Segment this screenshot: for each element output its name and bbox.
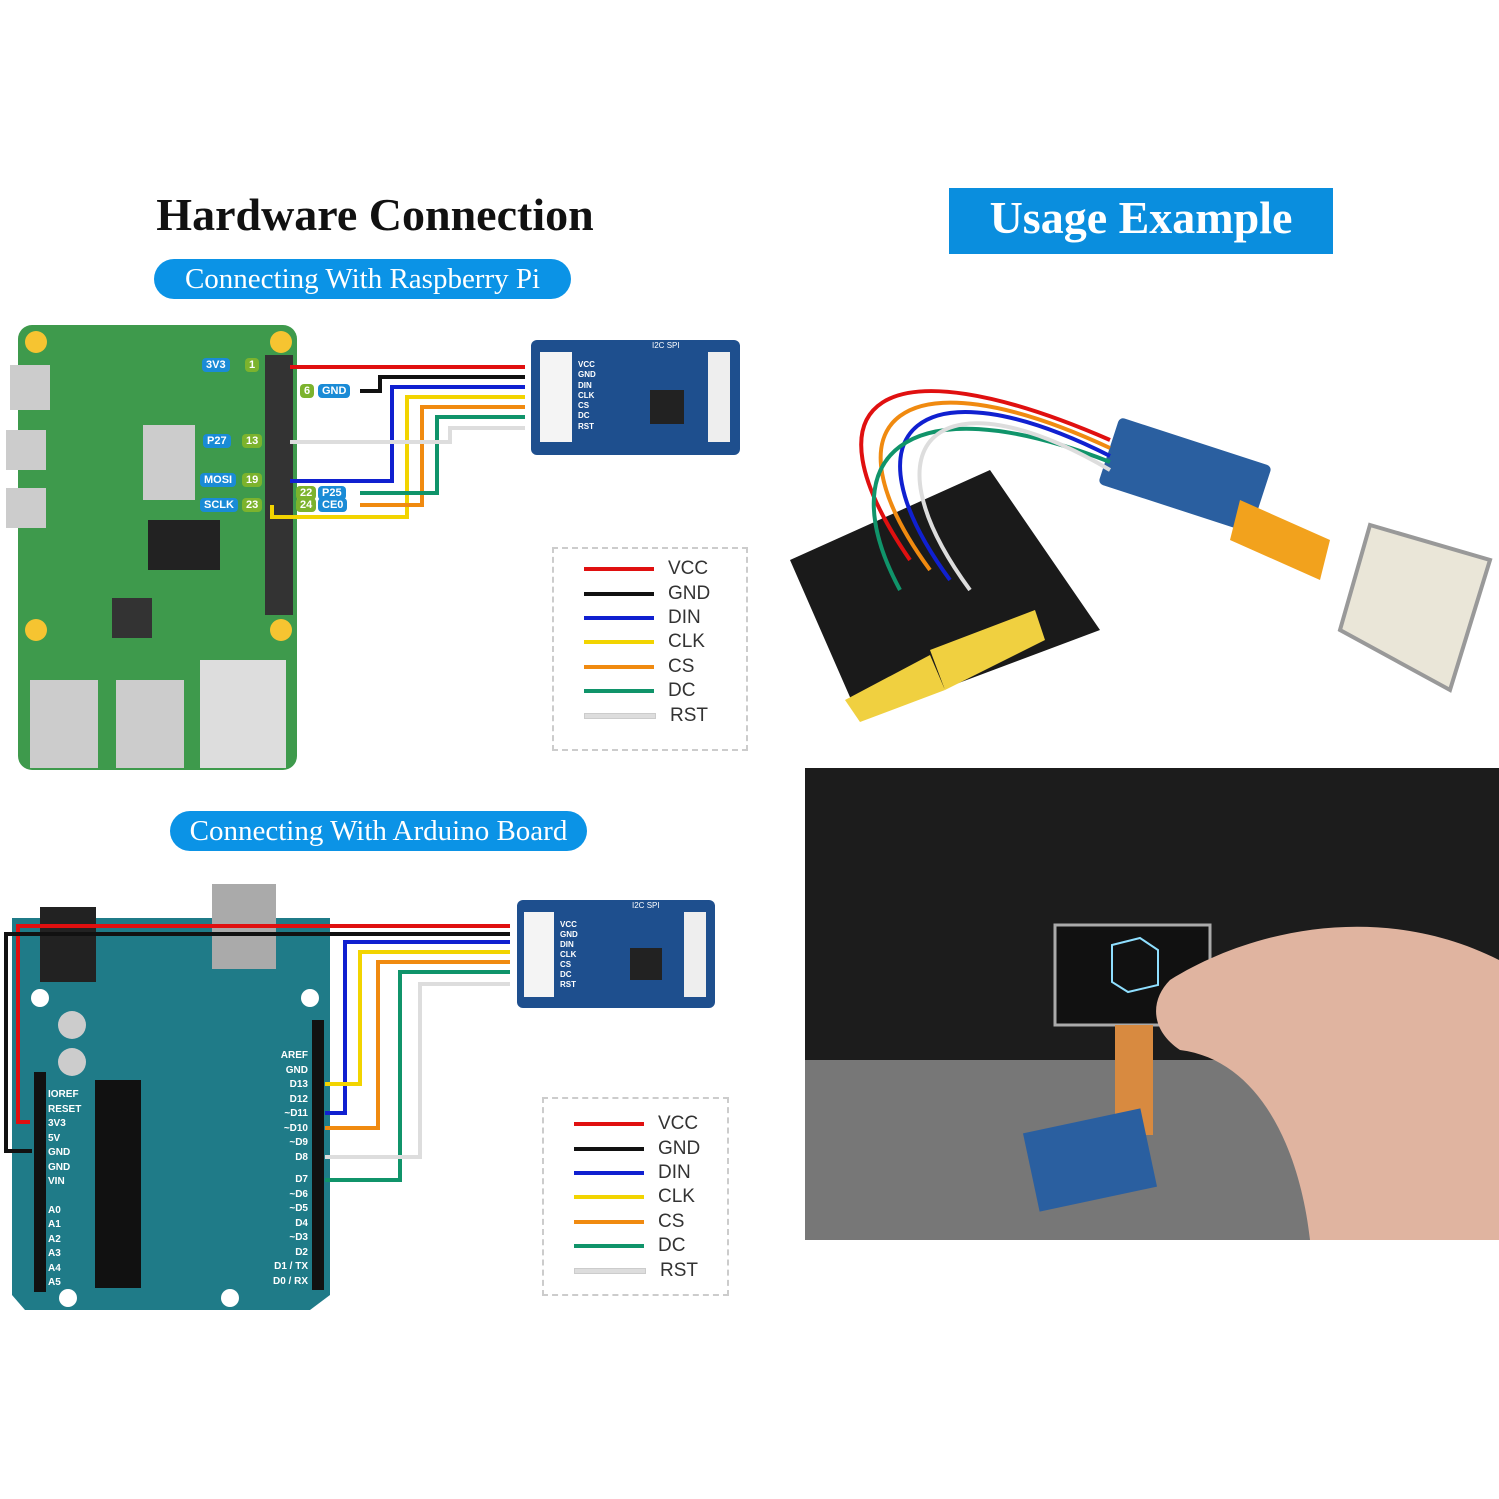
legend-item: DIN	[554, 606, 746, 630]
pin-number: 13	[242, 434, 263, 448]
pin-number: 6	[300, 384, 315, 398]
legend-label: CS	[668, 655, 695, 677]
legend-item: RST	[544, 1258, 727, 1282]
pin-number: 1	[245, 358, 260, 372]
wire-swatch	[584, 712, 656, 719]
pin-label: MOSI	[200, 473, 237, 487]
wire-swatch	[574, 1170, 644, 1175]
arduino-section-label: Connecting With Arduino Board	[170, 811, 587, 851]
wire-swatch	[584, 591, 654, 596]
legend-label: DC	[658, 1235, 686, 1257]
legend-label: GND	[668, 582, 711, 604]
legend-item: CLK	[554, 630, 746, 654]
wire-swatch	[584, 640, 654, 645]
legend-label: CS	[658, 1210, 685, 1232]
wire-swatch	[574, 1244, 644, 1249]
legend-label: RST	[670, 704, 708, 726]
wire-swatch	[574, 1219, 644, 1224]
arduino-board	[12, 918, 330, 1310]
wire-swatch	[574, 1122, 644, 1127]
usage-photo-hand	[805, 768, 1499, 1240]
legend-item: VCC	[544, 1112, 727, 1136]
ethernet-port	[200, 660, 286, 768]
legend-item: CS	[544, 1210, 727, 1234]
legend-item: GND	[544, 1136, 727, 1160]
pin-number: 23	[242, 498, 263, 512]
wire-swatch	[584, 689, 654, 694]
pin-number: 24	[296, 498, 317, 512]
pin-label: 3V3	[202, 358, 230, 372]
legend-label: CLK	[658, 1186, 695, 1208]
oled-driver-module	[531, 340, 740, 455]
legend-item: DC	[554, 679, 746, 703]
legend-item: DC	[544, 1234, 727, 1258]
legend-item: VCC	[554, 557, 746, 581]
legend-label: DIN	[658, 1161, 691, 1183]
jumper-labels: I2C SPI	[652, 341, 680, 350]
pin-label: P25	[318, 486, 346, 500]
legend-label: DIN	[668, 606, 701, 628]
legend-label: DC	[668, 680, 696, 702]
wire-swatch	[574, 1195, 644, 1200]
usb-port	[116, 680, 184, 768]
legend-label: VCC	[658, 1113, 699, 1135]
legend-label: RST	[660, 1259, 698, 1281]
legend-label: GND	[658, 1137, 701, 1159]
usage-photo-arduino	[790, 389, 1493, 722]
power-jack	[40, 907, 96, 982]
legend-item: GND	[554, 581, 746, 605]
hand	[1156, 926, 1499, 1240]
usage-example-title: Usage Example	[949, 188, 1333, 254]
wire-swatch	[574, 1267, 646, 1274]
hardware-connection-title: Hardware Connection	[156, 189, 594, 240]
rpi-section-label: Connecting With Raspberry Pi	[154, 259, 571, 299]
legend-label: CLK	[668, 631, 705, 653]
soc-chip	[143, 425, 195, 500]
legend-item: DIN	[544, 1161, 727, 1185]
pin-label: P27	[203, 434, 231, 448]
legend-item: CLK	[544, 1185, 727, 1209]
pin-label: GND	[318, 384, 351, 398]
legend-item: RST	[554, 703, 746, 727]
legend-item: CS	[554, 655, 746, 679]
wire-swatch	[584, 567, 654, 572]
usb-port	[30, 680, 98, 768]
wire-swatch	[584, 664, 654, 669]
gpio-header	[265, 355, 293, 615]
pin-label: CE0	[318, 498, 348, 512]
jumper-labels: I2C SPI	[632, 901, 660, 910]
wire-swatch	[574, 1146, 644, 1151]
microcontroller-chip	[95, 1080, 141, 1288]
pin-number: 19	[242, 473, 263, 487]
pin-number: 22	[296, 486, 317, 500]
oled-driver-module	[517, 900, 715, 1008]
legend-label: VCC	[668, 558, 709, 580]
wire-swatch	[584, 615, 654, 620]
pin-label: SCLK	[200, 498, 238, 512]
